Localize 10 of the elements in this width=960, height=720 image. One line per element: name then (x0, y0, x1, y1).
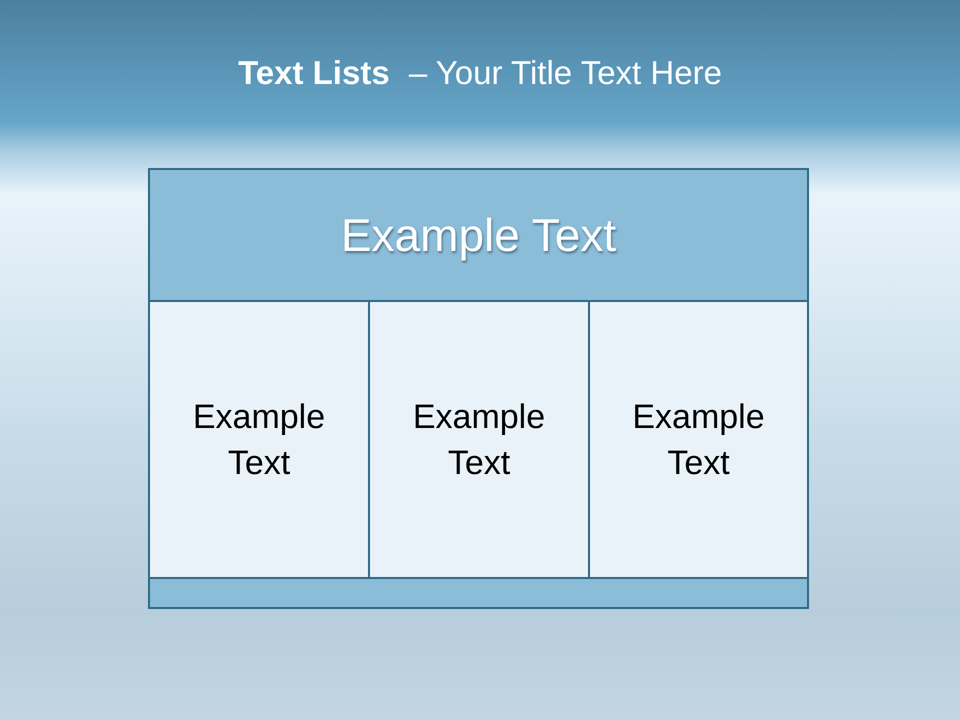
panel-text: Example Text (631, 396, 766, 484)
text-panel (588, 300, 809, 579)
panel-text: Example Text (192, 396, 326, 484)
footer-bar (148, 577, 809, 609)
header-panel (148, 168, 809, 302)
panel-text: Example Text (412, 396, 546, 484)
text-panel (148, 300, 370, 579)
slide-title: Text Lists – Your Title Text Here (238, 54, 722, 91)
text-panel (368, 300, 590, 579)
panel-heading: Example Text (340, 208, 616, 262)
